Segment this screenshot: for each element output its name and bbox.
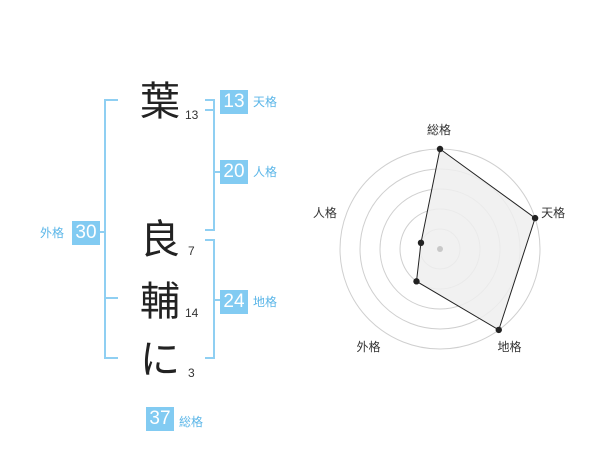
name-char-3: 輔 xyxy=(140,279,180,325)
radar-point xyxy=(495,326,502,334)
gaikaku-label: 外格 xyxy=(40,226,65,240)
radar-point xyxy=(417,239,425,247)
radar-center xyxy=(437,246,443,252)
radar-axis-label: 人格 xyxy=(312,205,337,220)
tenkaku-value: 13 xyxy=(220,90,248,114)
name-char-1: 葉 xyxy=(140,79,180,125)
stroke-count-3: 14 xyxy=(185,306,199,320)
radar-point xyxy=(531,214,539,222)
stroke-count-1: 13 xyxy=(185,108,199,122)
radar-axis-label: 天格 xyxy=(541,205,566,220)
chikaku-value: 24 xyxy=(220,290,248,314)
chikaku-label: 地格 xyxy=(253,295,278,309)
radar-axis-label: 総格 xyxy=(427,123,452,137)
radar-point xyxy=(436,145,444,153)
jinkaku-value: 20 xyxy=(220,160,248,184)
soukaku-label: 総格 xyxy=(179,415,204,429)
jinkaku-bracket xyxy=(205,109,215,231)
gaikaku-bracket xyxy=(104,99,118,359)
radar-axis-label: 地格 xyxy=(497,340,522,355)
name-char-2: 良 xyxy=(140,217,180,263)
radar-point xyxy=(413,278,420,285)
radar-area xyxy=(415,148,536,331)
name-char-4: に xyxy=(140,337,180,383)
tenkaku-label: 天格 xyxy=(253,95,278,109)
gaikaku-value: 30 xyxy=(72,221,100,245)
stroke-count-2: 7 xyxy=(188,244,195,258)
stroke-count-4: 3 xyxy=(188,366,195,380)
soukaku-value: 37 xyxy=(146,407,174,431)
radar-axis-label: 外格 xyxy=(356,340,381,355)
jinkaku-label: 人格 xyxy=(253,165,278,179)
